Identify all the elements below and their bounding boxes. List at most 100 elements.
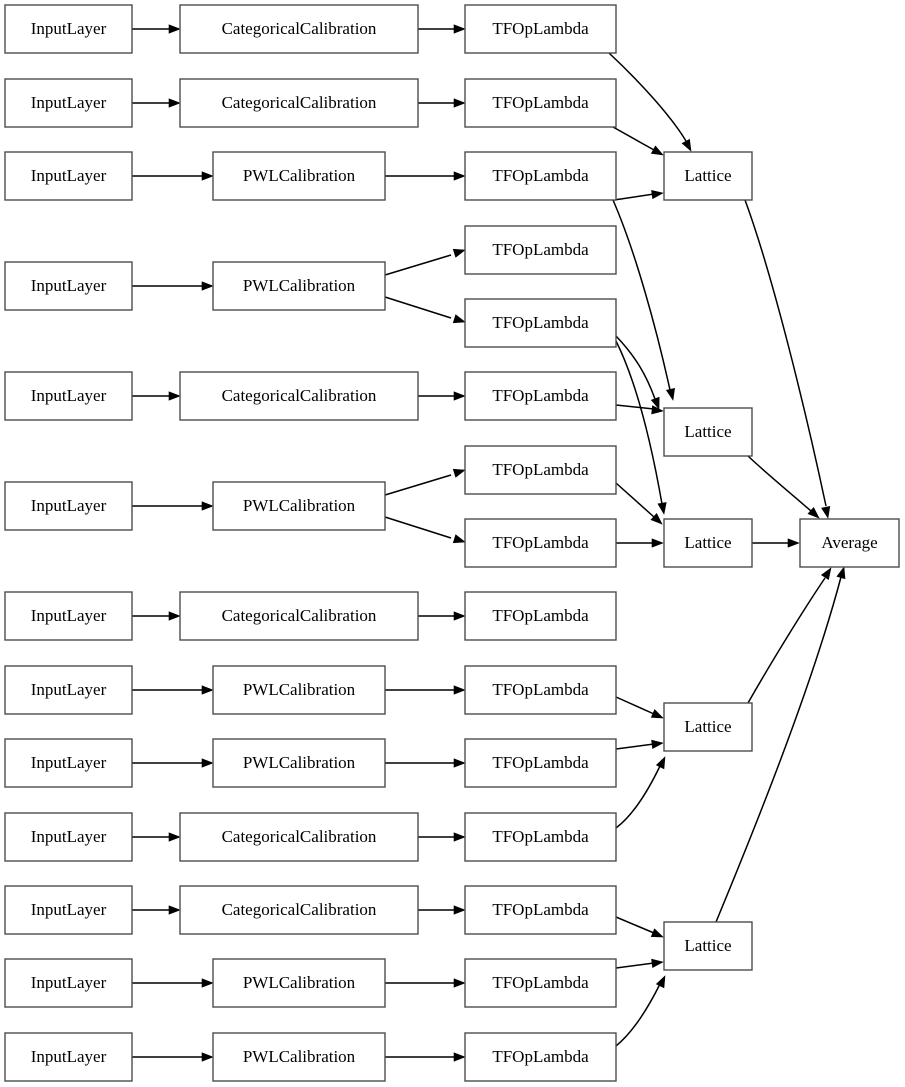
node-label: TFOpLambda — [492, 19, 589, 38]
node-box[interactable] — [4, 4, 133, 54]
node-box[interactable] — [799, 518, 900, 568]
node-cal3-pwlcalibration[interactable]: PWLCalibration — [212, 151, 386, 201]
node-in6-input-layer[interactable]: InputLayer — [4, 481, 133, 531]
node-box[interactable] — [179, 591, 419, 641]
node-box[interactable] — [663, 407, 753, 457]
node-box[interactable] — [464, 1032, 617, 1082]
node-lat4-lattice[interactable]: Lattice — [663, 702, 753, 752]
node-lat3-lattice[interactable]: Lattice — [663, 518, 753, 568]
node-label: InputLayer — [31, 973, 107, 992]
node-cal5-categorical-calibration[interactable]: CategoricalCalibration — [179, 371, 419, 421]
node-in7-input-layer[interactable]: InputLayer — [4, 591, 133, 641]
node-lat2-lattice[interactable]: Lattice — [663, 407, 753, 457]
edge-op3-lat2 — [612, 199, 675, 401]
node-avg-average[interactable]: Average — [799, 518, 900, 568]
node-in10-input-layer[interactable]: InputLayer — [4, 812, 133, 862]
node-box[interactable] — [4, 481, 133, 531]
node-in11-input-layer[interactable]: InputLayer — [4, 885, 133, 935]
node-op7-tfop-lambda[interactable]: TFOpLambda — [464, 445, 617, 495]
node-op9-tfop-lambda[interactable]: TFOpLambda — [464, 591, 617, 641]
node-box[interactable] — [4, 371, 133, 421]
arrowhead-icon — [452, 248, 466, 258]
node-box[interactable] — [4, 591, 133, 641]
node-box[interactable] — [464, 78, 617, 128]
node-cal11-categorical-calibration[interactable]: CategoricalCalibration — [179, 885, 419, 935]
arrowhead-icon — [836, 566, 846, 580]
node-box[interactable] — [4, 958, 133, 1008]
node-op5-tfop-lambda[interactable]: TFOpLambda — [464, 298, 617, 348]
node-box[interactable] — [4, 261, 133, 311]
node-box[interactable] — [464, 738, 617, 788]
node-cal6-pwlcalibration[interactable]: PWLCalibration — [212, 481, 386, 531]
node-box[interactable] — [179, 885, 419, 935]
node-box[interactable] — [464, 4, 617, 54]
node-in13-input-layer[interactable]: InputLayer — [4, 1032, 133, 1082]
node-box[interactable] — [663, 151, 753, 201]
node-cal12-pwlcalibration[interactable]: PWLCalibration — [212, 958, 386, 1008]
node-op4-tfop-lambda[interactable]: TFOpLambda — [464, 225, 617, 275]
node-in9-input-layer[interactable]: InputLayer — [4, 738, 133, 788]
node-box[interactable] — [464, 885, 617, 935]
node-box[interactable] — [212, 1032, 386, 1082]
node-box[interactable] — [663, 518, 753, 568]
node-box[interactable] — [464, 151, 617, 201]
node-box[interactable] — [212, 738, 386, 788]
node-in1-input-layer[interactable]: InputLayer — [4, 4, 133, 54]
node-op1-tfop-lambda[interactable]: TFOpLambda — [464, 4, 617, 54]
node-cal9-pwlcalibration[interactable]: PWLCalibration — [212, 738, 386, 788]
node-box[interactable] — [179, 812, 419, 862]
node-box[interactable] — [464, 518, 617, 568]
node-box[interactable] — [4, 151, 133, 201]
node-box[interactable] — [212, 958, 386, 1008]
node-in3-input-layer[interactable]: InputLayer — [4, 151, 133, 201]
edge-cal12-op14 — [385, 978, 466, 988]
node-box[interactable] — [464, 665, 617, 715]
node-box[interactable] — [464, 225, 617, 275]
node-op14-tfop-lambda[interactable]: TFOpLambda — [464, 958, 617, 1008]
node-box[interactable] — [212, 151, 386, 201]
node-box[interactable] — [464, 298, 617, 348]
node-op10-tfop-lambda[interactable]: TFOpLambda — [464, 665, 617, 715]
node-box[interactable] — [179, 78, 419, 128]
node-box[interactable] — [663, 702, 753, 752]
node-cal13-pwlcalibration[interactable]: PWLCalibration — [212, 1032, 386, 1082]
node-op3-tfop-lambda[interactable]: TFOpLambda — [464, 151, 617, 201]
node-in2-input-layer[interactable]: InputLayer — [4, 78, 133, 128]
node-op15-tfop-lambda[interactable]: TFOpLambda — [464, 1032, 617, 1082]
node-lat1-lattice[interactable]: Lattice — [663, 151, 753, 201]
node-cal10-categorical-calibration[interactable]: CategoricalCalibration — [179, 812, 419, 862]
node-box[interactable] — [4, 812, 133, 862]
node-in8-input-layer[interactable]: InputLayer — [4, 665, 133, 715]
node-op12-tfop-lambda[interactable]: TFOpLambda — [464, 812, 617, 862]
node-box[interactable] — [212, 481, 386, 531]
node-cal4-pwlcalibration[interactable]: PWLCalibration — [212, 261, 386, 311]
node-op6-tfop-lambda[interactable]: TFOpLambda — [464, 371, 617, 421]
node-op11-tfop-lambda[interactable]: TFOpLambda — [464, 738, 617, 788]
node-box[interactable] — [179, 371, 419, 421]
node-cal8-pwlcalibration[interactable]: PWLCalibration — [212, 665, 386, 715]
node-cal2-categorical-calibration[interactable]: CategoricalCalibration — [179, 78, 419, 128]
node-box[interactable] — [464, 812, 617, 862]
node-cal7-categorical-calibration[interactable]: CategoricalCalibration — [179, 591, 419, 641]
node-op2-tfop-lambda[interactable]: TFOpLambda — [464, 78, 617, 128]
node-box[interactable] — [4, 885, 133, 935]
node-box[interactable] — [212, 261, 386, 311]
node-box[interactable] — [4, 1032, 133, 1082]
node-box[interactable] — [464, 371, 617, 421]
node-box[interactable] — [4, 665, 133, 715]
node-box[interactable] — [179, 4, 419, 54]
node-box[interactable] — [464, 591, 617, 641]
node-cal1-categorical-calibration[interactable]: CategoricalCalibration — [179, 4, 419, 54]
node-box[interactable] — [464, 445, 617, 495]
node-in12-input-layer[interactable]: InputLayer — [4, 958, 133, 1008]
node-box[interactable] — [4, 738, 133, 788]
node-box[interactable] — [464, 958, 617, 1008]
node-box[interactable] — [212, 665, 386, 715]
node-box[interactable] — [4, 78, 133, 128]
node-lat5-lattice[interactable]: Lattice — [663, 921, 753, 971]
node-box[interactable] — [663, 921, 753, 971]
node-in5-input-layer[interactable]: InputLayer — [4, 371, 133, 421]
node-in4-input-layer[interactable]: InputLayer — [4, 261, 133, 311]
node-op13-tfop-lambda[interactable]: TFOpLambda — [464, 885, 617, 935]
node-op8-tfop-lambda[interactable]: TFOpLambda — [464, 518, 617, 568]
